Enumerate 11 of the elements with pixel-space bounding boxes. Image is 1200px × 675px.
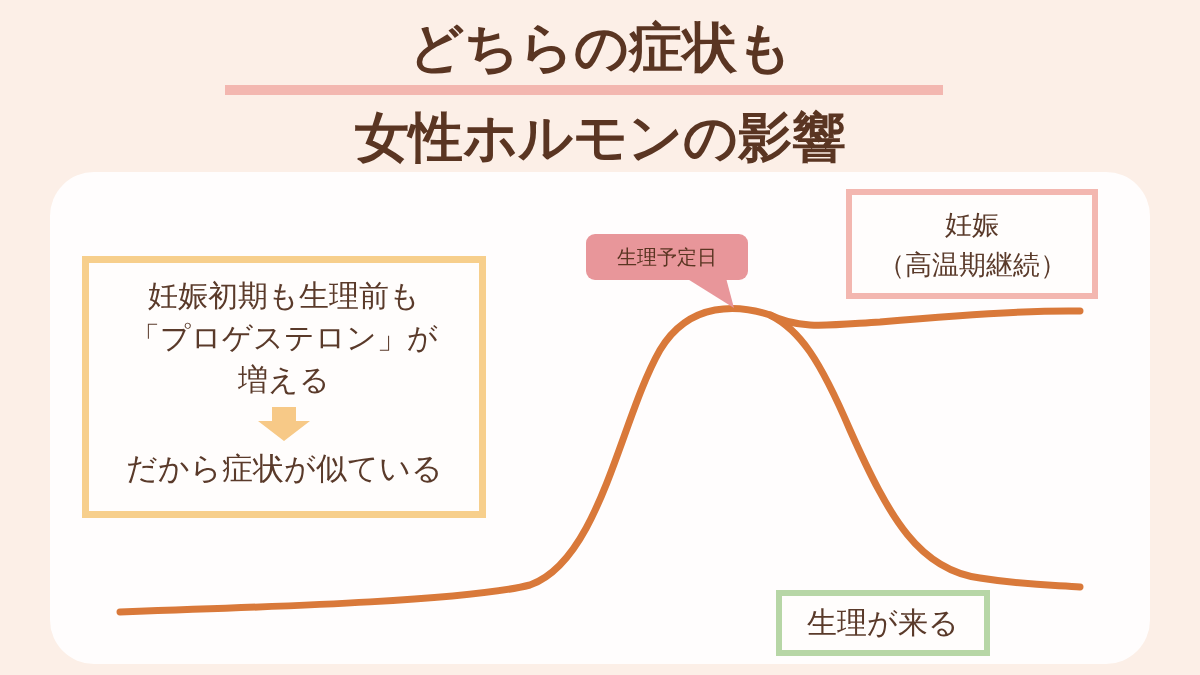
box-text: 妊娠初期も生理前も「プロゲステロン」が増える bbox=[129, 277, 439, 399]
box-text: 妊娠 bbox=[944, 208, 1000, 242]
box-text: （高温期継続） bbox=[876, 248, 1068, 282]
text-box bbox=[776, 590, 990, 656]
callout-text: 生理予定日 bbox=[617, 245, 717, 269]
title: どちらの症状も bbox=[407, 16, 793, 80]
box-text: 生理が来る bbox=[806, 604, 960, 642]
text-box bbox=[846, 189, 1098, 299]
subtitle: 女性ホルモンの影響 bbox=[353, 106, 847, 170]
box-text: だから症状が似ている bbox=[124, 449, 444, 488]
text-box bbox=[82, 256, 486, 518]
